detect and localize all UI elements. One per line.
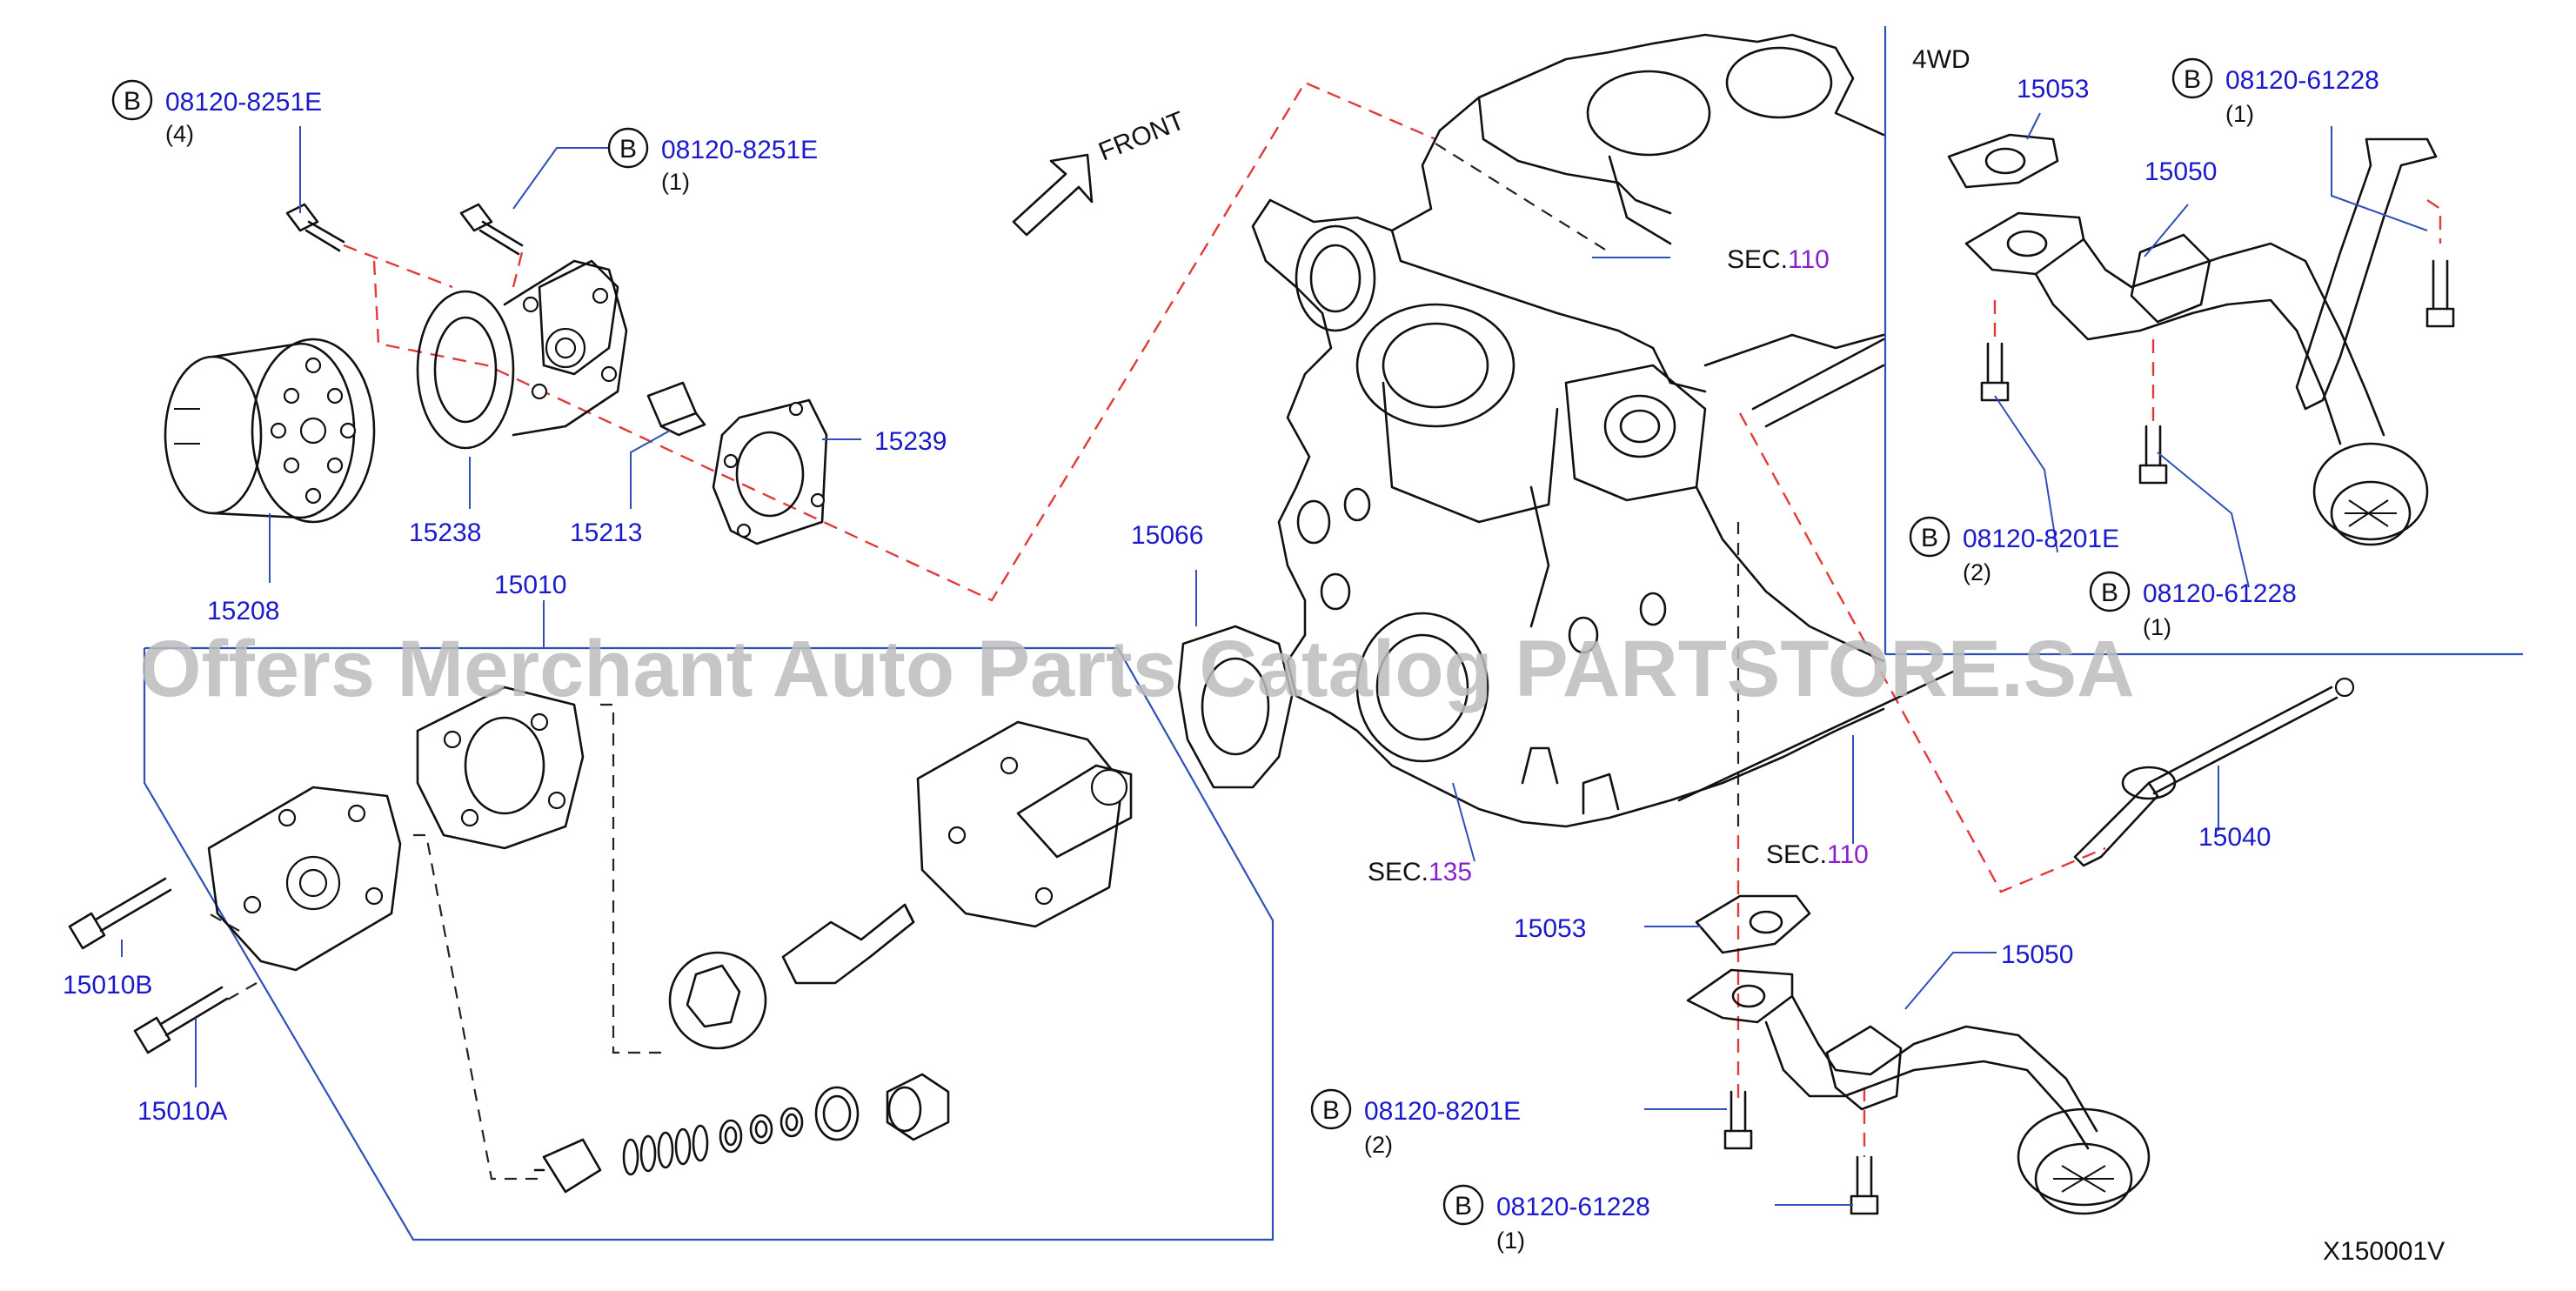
oil-filter [164,338,376,524]
bolt-marker-4wd-low-label: B [2101,579,2118,607]
sec-135[interactable]: SEC.135 [1368,858,1472,886]
callout-15208[interactable]: 15208 [207,597,279,625]
callout-4wd-15050[interactable]: 15050 [2144,157,2217,186]
4wd-line-c [2426,199,2442,244]
pump-shaft [781,903,915,985]
pump-plug [886,1073,950,1141]
qty-4wd-bolt-8201: (2) [1963,559,1991,585]
strainer-low [1686,968,2151,1215]
filter-bolt-b [459,203,524,256]
qty-bolt-filter-a: (4) [165,121,194,147]
engine-dash-a [1435,143,1610,253]
filter-connector [646,381,706,437]
4wd-bolt-c [2425,259,2455,328]
pump-dash-c [225,982,258,1001]
callout-4wd-bolt-8201[interactable]: 08120-8201E [1963,525,2119,553]
pump-gasket [416,686,585,850]
bolt-marker-filter-b-label: B [619,135,637,164]
pump-dash-b [600,703,666,1054]
callout-15213[interactable]: 15213 [570,518,642,547]
strainer-gasket-low [1695,894,1811,954]
bolt-marker-low-8201 [1310,1088,1352,1130]
callout-15238[interactable]: 15238 [409,518,481,547]
callout-4wd-bolt-61228-low[interactable]: 08120-61228 [2143,579,2297,608]
pump-bolt-a [133,986,229,1054]
pump-dash-d [208,913,240,932]
pump-washers [719,1086,860,1154]
callout-15040[interactable]: 15040 [2198,823,2271,852]
bolt-marker-filter-b [607,127,649,169]
qty-4wd-bolt-61228-top: (1) [2225,101,2254,127]
callout-bolt-low-8201[interactable]: 08120-8201E [1364,1097,1521,1126]
bolt-marker-4wd-8201 [1909,516,1950,558]
4wd-bolt-b [2138,425,2168,485]
pump-bolt-b [68,877,172,950]
front-label: FRONT [1094,106,1188,166]
callout-4wd-15053[interactable]: 15053 [2017,75,2089,104]
qty-bolt-filter-b: (1) [661,169,690,195]
sec-110-top[interactable]: SEC.110 [1727,245,1830,274]
bolt-line-b [512,251,524,288]
4wd-bracket [2295,137,2438,411]
oil-level-gauge [2073,677,2355,867]
bolt-marker-low-61228-label: B [1455,1192,1472,1221]
leader-lines [121,112,2428,1206]
gauge-assembly-line [1738,412,2106,893]
callout-bolt-low-61228[interactable]: 08120-61228 [1496,1193,1650,1221]
qty-bolt-low-8201: (2) [1364,1132,1393,1158]
bolt-marker-4wd-top [2171,57,2213,99]
bolt-marker-4wd-top-label: B [2184,65,2201,94]
bolt-marker-low-8201-label: B [1322,1096,1340,1125]
front-cover-gasket [1177,625,1294,789]
bolt-marker-filter-a [111,79,153,121]
filter-bolt-a [285,203,345,252]
callout-15053-low[interactable]: 15053 [1514,914,1586,943]
bolt-marker-4wd-low [2089,571,2131,612]
callout-15010a[interactable]: 15010A [137,1097,227,1126]
callout-15050-low[interactable]: 15050 [2001,940,2073,969]
callout-bolt-filter-a[interactable]: 08120-8251E [165,88,322,117]
sec-110-low[interactable]: SEC.110 [1766,840,1869,869]
callout-4wd-bolt-61228-top[interactable]: 08120-61228 [2225,66,2379,95]
bolt-line-a [343,244,453,289]
pump-relief-valve [533,1138,602,1194]
oil-filter-bracket [416,259,628,450]
callout-15066[interactable]: 15066 [1131,521,1203,550]
4wd-gasket [1947,133,2059,189]
callout-bolt-filter-b[interactable]: 08120-8251E [661,136,818,164]
engine-block [1251,33,1955,828]
4wd-bolt-a [1980,342,2010,402]
pump-cover [207,786,402,972]
qty-bolt-low-61228: (1) [1496,1227,1525,1254]
pump-inner-rotor [668,951,767,1050]
front-arrow [1012,153,1094,237]
variant-label: 4WD [1912,45,1970,74]
qty-4wd-bolt-61228-low: (1) [2143,614,2171,640]
callout-15010b[interactable]: 15010B [63,971,152,1000]
pump-dash-a [413,833,544,1181]
bolt-marker-filter-a-label: B [124,87,141,116]
strainer-low-bolt-b [1850,1155,1879,1215]
pump-spring [622,1124,709,1176]
callout-15010[interactable]: 15010 [494,571,566,599]
watermark: Offers Merchant Auto Parts Catalog PARTS… [139,625,2135,713]
bolt-marker-low-61228 [1442,1184,1484,1226]
filter-assembly-line [372,81,1436,602]
diagram-code: X150001V [2323,1237,2445,1266]
pump-detail-frame [143,646,1275,1241]
bolt-marker-4wd-8201-label: B [1921,524,1938,552]
strainer-low-bolt-a [1723,1090,1753,1150]
filter-gasket [712,398,828,545]
callout-15239[interactable]: 15239 [874,427,947,456]
4wd-strainer [1964,211,2429,546]
pump-body [916,720,1133,928]
